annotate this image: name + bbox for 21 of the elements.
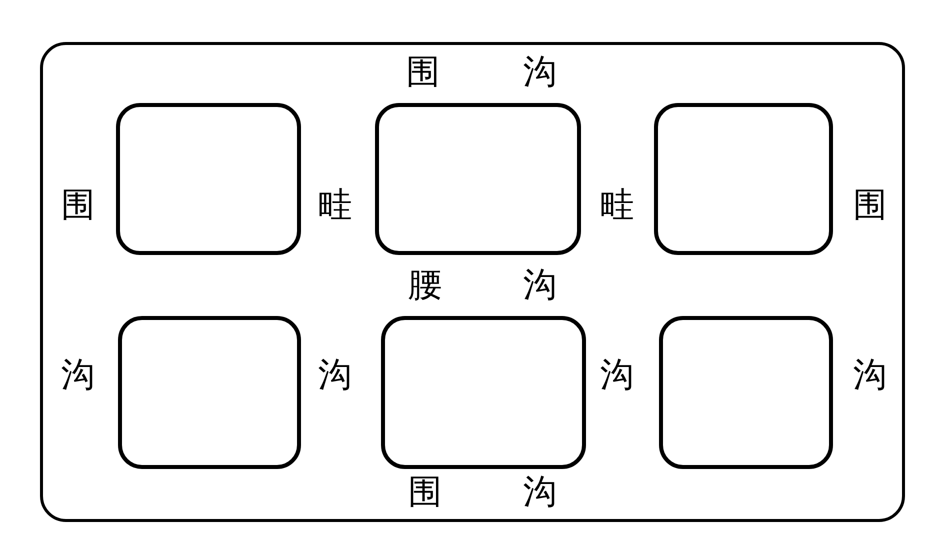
ditch-label: 沟 [600,358,634,392]
bed-plot [118,316,301,469]
bed-plot [375,103,581,255]
ditch-label: 围 [408,475,442,509]
bed-plot [116,103,301,255]
ditch-label: 畦 [318,188,352,222]
ditch-label: 围 [61,188,95,222]
bed-plot [654,103,833,255]
ditch-label: 围 [406,55,440,89]
ditch-label: 沟 [853,358,887,392]
ditch-label: 围 [853,188,887,222]
bed-plot [659,316,833,469]
ditch-label: 沟 [523,268,557,302]
ditch-label: 沟 [523,475,557,509]
bed-plot [381,316,586,469]
ditch-label: 腰 [408,268,442,302]
ditch-label: 畦 [600,188,634,222]
ditch-label: 沟 [318,358,352,392]
ditch-label: 沟 [61,358,95,392]
field-outline [40,42,905,522]
ditch-label: 沟 [523,55,557,89]
